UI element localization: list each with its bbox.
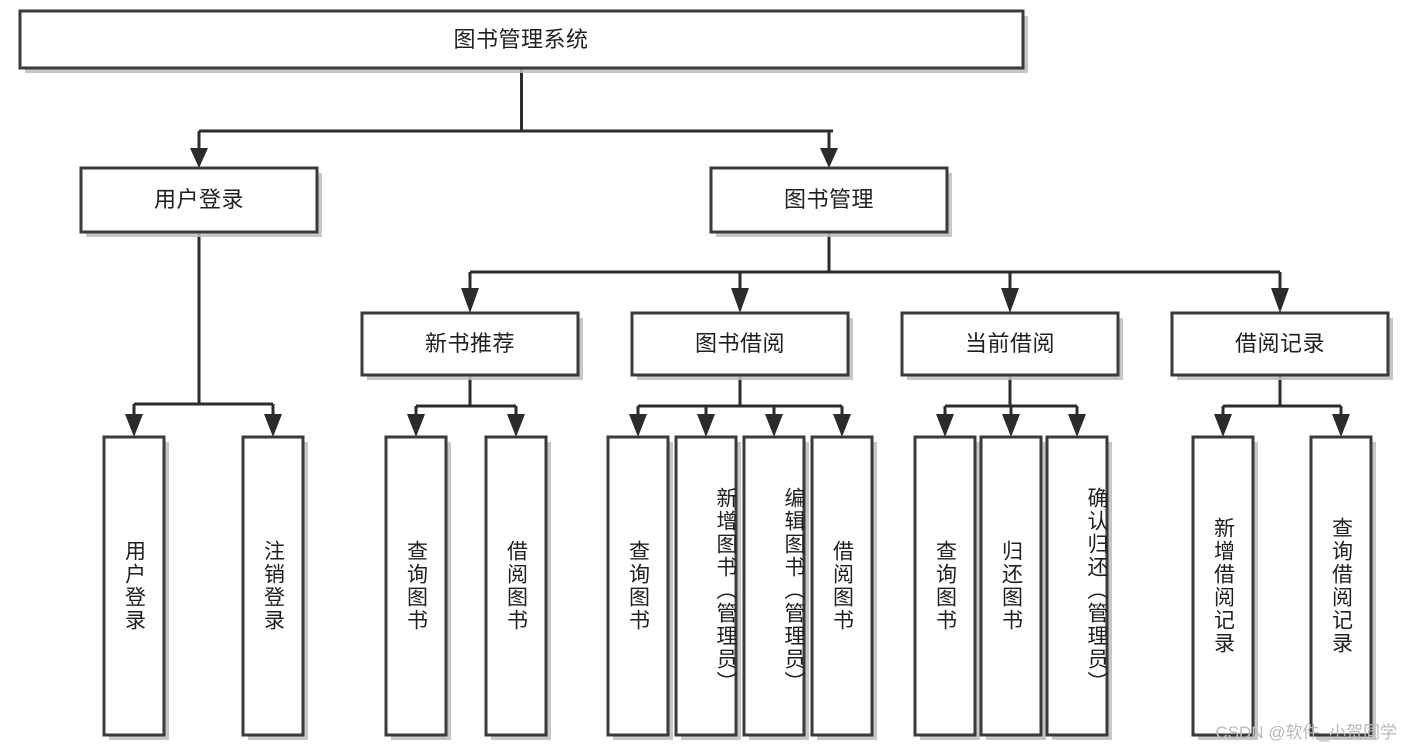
leaf-borrow-book-bb-box[interactable] <box>810 435 874 737</box>
book-manage-box[interactable] <box>709 166 949 234</box>
leaf-box-layer <box>102 435 1376 740</box>
arrow-new-book-recommend <box>461 288 479 313</box>
node-new-book-recommend[interactable]: 新书推荐 <box>360 311 583 380</box>
arrow-leaf-query-book-cb <box>936 414 954 437</box>
root-label: 图书管理系统 <box>453 27 588 52</box>
leaf-add-borrow-record-box[interactable] <box>1191 435 1255 737</box>
book-borrow-box[interactable] <box>630 311 850 377</box>
root-box[interactable] <box>18 9 1025 70</box>
current-borrow-box[interactable] <box>900 311 1120 377</box>
connector-layer <box>125 68 1350 437</box>
arrow-user-login <box>190 148 208 168</box>
leaf-query-borrow-record-box[interactable] <box>1309 435 1373 737</box>
arrow-leaf-borrow-book-rec <box>507 414 525 437</box>
book-manage-label: 图书管理 <box>784 187 874 212</box>
arrow-leaf-confirm-return <box>1068 414 1086 437</box>
node-user-login[interactable]: 用户登录 <box>79 166 322 237</box>
leaf-query-book-rec-box[interactable] <box>384 435 448 737</box>
user-login-box[interactable] <box>79 166 319 234</box>
node-book-borrow[interactable]: 图书借阅 <box>630 311 853 380</box>
borrow-record-box[interactable] <box>1170 311 1390 377</box>
node-root[interactable]: 图书管理系统 <box>18 9 1028 73</box>
arrow-current-borrow <box>1001 288 1019 313</box>
leaf-logout-login-box[interactable] <box>241 435 305 737</box>
leaf-confirm-return-box[interactable] <box>1045 435 1109 737</box>
arrow-leaf-borrow-book-bb <box>833 414 851 437</box>
arrow-book-borrow <box>731 288 749 313</box>
arrow-borrow-record <box>1271 288 1289 313</box>
node-borrow-record[interactable]: 借阅记录 <box>1170 311 1393 380</box>
leaf-user-login-box[interactable] <box>102 435 166 737</box>
arrow-leaf-query-book-rec <box>407 414 425 437</box>
arrow-leaf-user-login <box>125 414 143 437</box>
leaf-query-book-cb-box[interactable] <box>913 435 977 737</box>
arrow-leaf-query-borrow-record <box>1332 414 1350 437</box>
node-current-borrow[interactable]: 当前借阅 <box>900 311 1123 380</box>
watermark-text: CSDN @软件_小贺同学 <box>1215 723 1397 742</box>
leaf-add-book-box[interactable] <box>674 435 738 737</box>
arrow-leaf-add-book <box>697 414 715 437</box>
arrow-leaf-add-borrow-record <box>1214 414 1232 437</box>
leaf-query-book-bb-box[interactable] <box>606 435 670 737</box>
leaf-borrow-book-rec-box[interactable] <box>484 435 548 737</box>
current-borrow-label: 当前借阅 <box>965 331 1055 356</box>
book-borrow-label: 图书借阅 <box>695 331 785 356</box>
arrow-book-manage <box>820 148 838 168</box>
arrow-leaf-logout-login <box>264 414 282 437</box>
user-login-label: 用户登录 <box>154 187 244 212</box>
new-book-recommend-box[interactable] <box>360 311 580 377</box>
arrow-leaf-return-book <box>1002 414 1020 437</box>
leaf-edit-book-box[interactable] <box>742 435 806 737</box>
borrow-record-label: 借阅记录 <box>1235 331 1325 356</box>
arrow-leaf-query-book-bb <box>629 414 647 437</box>
leaf-return-book-box[interactable] <box>979 435 1043 737</box>
arrow-leaf-edit-book <box>765 414 783 437</box>
node-book-manage[interactable]: 图书管理 <box>709 166 952 237</box>
new-book-recommend-label: 新书推荐 <box>425 331 515 356</box>
